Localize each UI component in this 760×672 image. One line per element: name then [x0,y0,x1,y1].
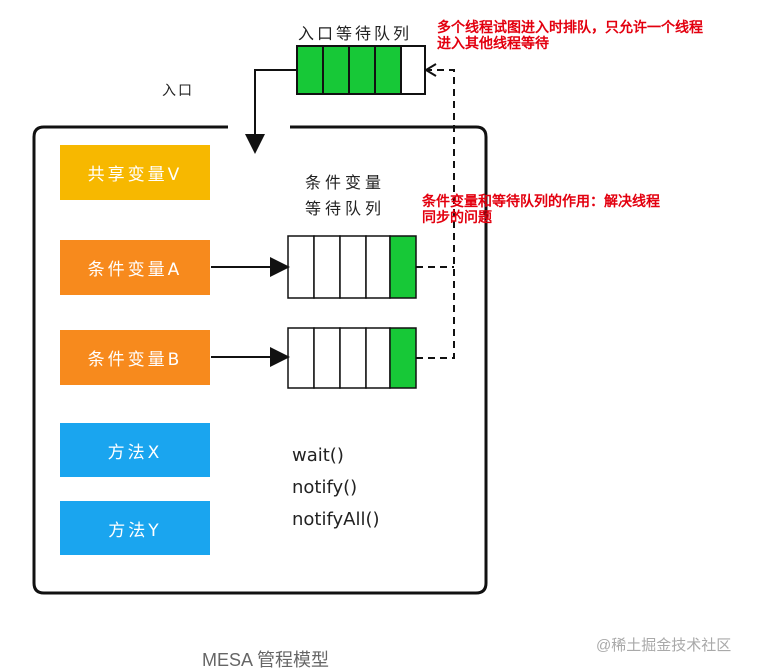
condition-variable-b-block: 条件变量B [60,330,210,385]
entry-queue-note-line1: 多个线程试图进入时排队，只允许一个线程 [437,20,703,36]
entry-queue-note-line2: 进入其他线程等待 [437,36,549,52]
method-notify-all: notifyAll() [292,509,380,530]
entry-queue-note: 多个线程试图进入时排队，只允许一个线程 进入其他线程等待 [437,20,703,52]
condition-queue-note-line2: 同步的问题 [422,210,492,226]
method-notify: notify() [292,477,358,498]
monitor-box [32,125,488,595]
entry-queue-label: 入口等待队列 [298,24,413,43]
entry-queue [296,45,426,95]
methods-list: wait() notify() notifyAll() [292,440,380,536]
entry-arrow [245,69,297,154]
condition-queue-note: 条件变量和等待队列的作用：解决线程 同步的问题 [422,194,660,226]
figure-caption: MESA 管程模型 [202,650,330,670]
dashed-return-path [416,69,455,359]
method-x-block: 方法X [60,423,210,477]
shared-variable-block: 共享变量V [60,145,210,200]
dashed-return-arrowhead [424,63,437,77]
condition-queue-a [287,235,417,299]
condition-queue-label: 条件变量 等待队列 [305,170,385,222]
watermark: @稀土掘金技术社区 [596,637,732,654]
method-wait: wait() [292,445,344,466]
condition-queue-label-line1: 条件变量 [305,173,386,192]
entry-label: 入口 [162,83,194,99]
condition-queue-label-line2: 等待队列 [305,199,386,218]
condition-variable-a-block: 条件变量A [60,240,210,295]
method-y-block: 方法Y [60,501,210,555]
condition-queue-b [287,327,417,389]
condition-queue-note-line1: 条件变量和等待队列的作用：解决线程 [422,194,660,210]
